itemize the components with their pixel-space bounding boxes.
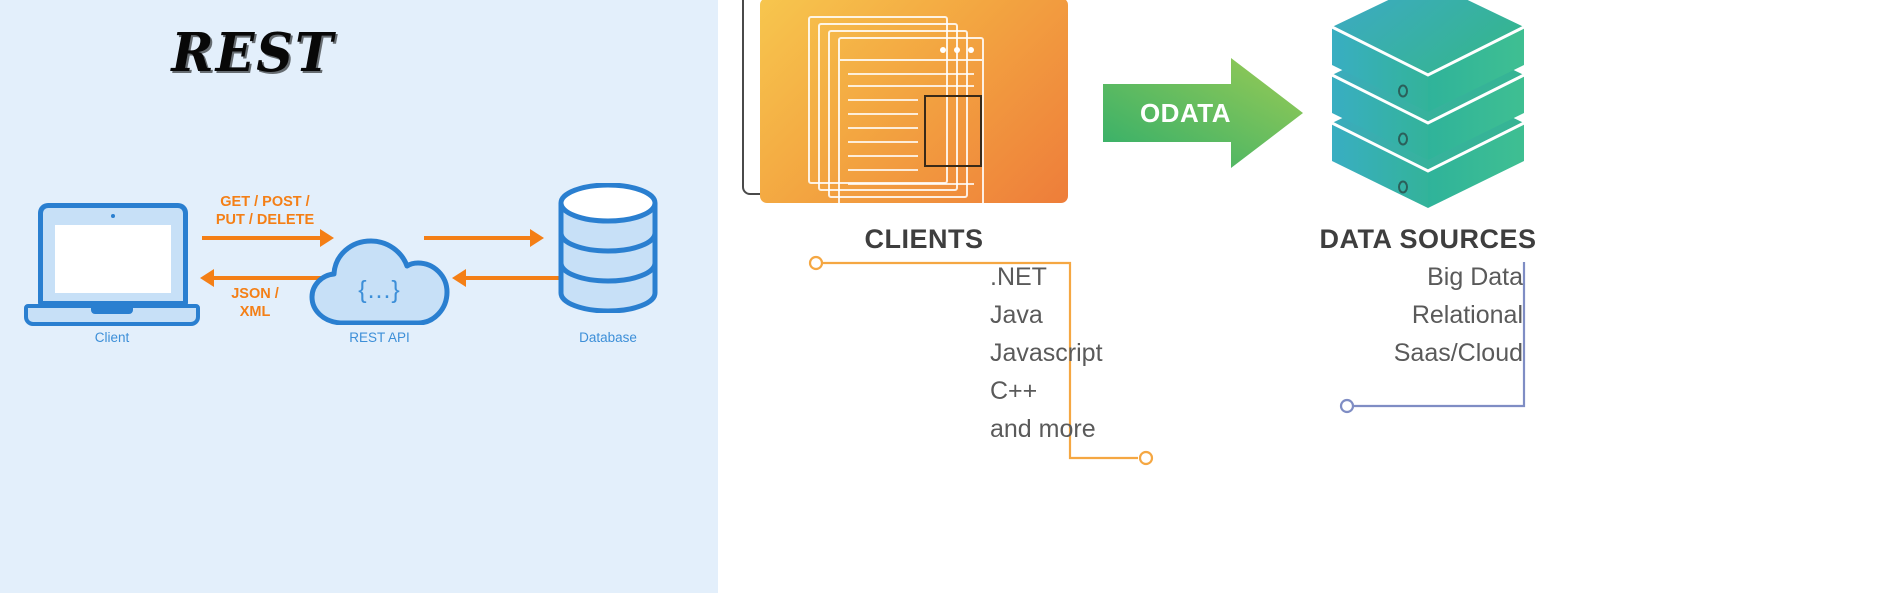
content-line — [848, 113, 918, 115]
node-label-database: Database — [579, 330, 637, 345]
highlight-box-icon — [924, 95, 982, 167]
clients-illustration — [738, 0, 1083, 215]
edge-label-response-line1: JSON / — [231, 286, 279, 302]
browser-window-mid1-icon — [828, 30, 968, 198]
edge-label-request-line1: GET / POST / — [220, 194, 310, 210]
browser-titlebar-divider — [840, 59, 982, 61]
content-line — [848, 85, 974, 87]
odata-arrow-icon — [1103, 58, 1303, 168]
arrow-db-write-head-icon — [530, 229, 544, 247]
content-line — [848, 99, 918, 101]
list-item: Relational — [1411, 301, 1523, 329]
arrow-db-read-shaft — [466, 276, 566, 280]
data-sources-title: DATA SOURCES — [1319, 224, 1537, 254]
content-line — [848, 127, 918, 129]
laptop-screen — [55, 225, 171, 293]
arrow-request-shaft — [202, 236, 322, 240]
content-line — [848, 183, 974, 185]
data-sources-list: Big Data Relational Saas/Cloud — [1318, 258, 1523, 372]
edge-label-request-line2: PUT / DELETE — [215, 212, 315, 228]
window-dot-2-icon — [954, 47, 960, 53]
content-line — [848, 141, 918, 143]
arrow-db-read-head-icon — [452, 269, 466, 287]
cloud-icon: {...} — [308, 233, 451, 325]
odata-arrow-label: ODATA — [1139, 97, 1232, 128]
content-line — [848, 155, 918, 157]
laptop-lid — [38, 203, 188, 306]
node-label-client: Client — [94, 330, 130, 345]
data-sources-server-stack-icon — [1318, 0, 1538, 210]
laptop-trackpad-notch — [91, 308, 133, 314]
node-label-rest-api: REST API — [349, 330, 410, 345]
edge-label-response-line2: XML — [239, 304, 271, 320]
content-line — [848, 169, 918, 171]
list-item: and more — [990, 415, 1096, 443]
content-line — [848, 73, 974, 75]
laptop-camera-icon — [111, 214, 115, 218]
clients-bracket — [808, 255, 1154, 466]
clients-title: CLIENTS — [864, 224, 984, 254]
clients-tech-list: .NET Java Javascript C++ and more — [990, 258, 1220, 448]
laptop-icon — [24, 203, 200, 328]
database-cylinder-icon — [558, 182, 658, 314]
rest-diagram-panel: REST Client GET / POST / PUT / DELETE JS… — [0, 0, 718, 593]
arrow-response-shaft — [214, 276, 327, 280]
cloud-json-glyph: {...} — [358, 275, 401, 304]
odata-diagram-panel: ODATA — [718, 0, 1879, 593]
window-dot-1-icon — [968, 47, 974, 53]
data-sources-bracket — [1339, 262, 1526, 414]
list-item: Saas/Cloud — [1393, 339, 1523, 367]
arrow-response-head-icon — [200, 269, 214, 287]
list-item: Big Data — [1427, 263, 1523, 291]
list-item: Javascript — [990, 339, 1103, 367]
arrow-db-write-shaft — [424, 236, 532, 240]
arrow-request-head-icon — [320, 229, 334, 247]
window-dot-3-icon — [940, 47, 946, 53]
browser-window-mid2-icon — [818, 23, 958, 191]
list-item: Java — [990, 301, 1043, 329]
laptop-base — [24, 304, 200, 326]
clients-card-gradient — [760, 0, 1068, 208]
browser-window-front-icon — [838, 37, 984, 208]
list-item: C++ — [990, 377, 1038, 405]
rest-title: REST — [171, 22, 335, 84]
list-item: .NET — [990, 263, 1047, 291]
